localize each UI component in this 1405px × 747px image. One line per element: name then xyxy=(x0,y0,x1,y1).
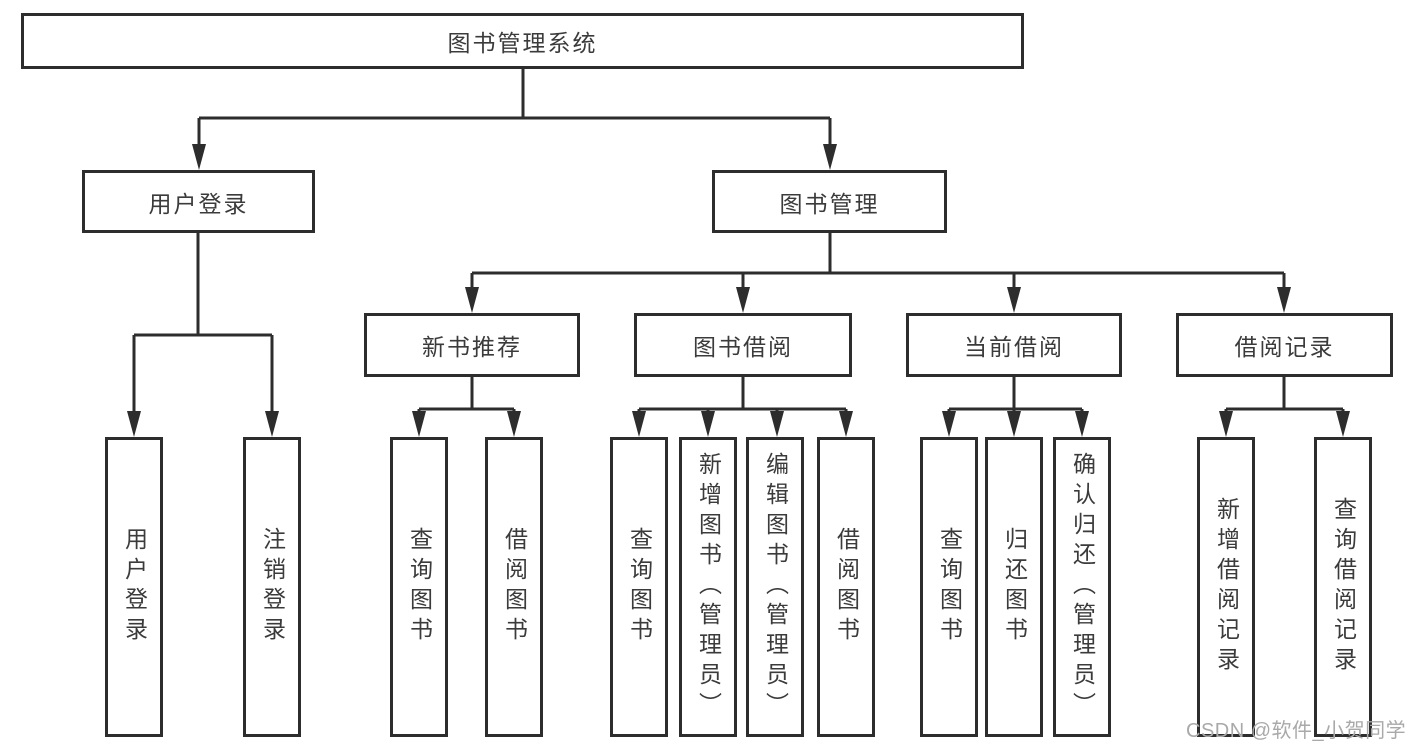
node-label: 新书推荐 xyxy=(422,334,522,360)
node-current-borrowing: 当前借阅 xyxy=(906,313,1122,377)
node-label: 借阅图书 xyxy=(833,527,860,647)
node-label: 用户登录 xyxy=(121,527,148,647)
node-root-library-system: 图书管理系统 xyxy=(21,13,1024,69)
leaf-add-borrow-record: 新增借阅记录 xyxy=(1197,437,1255,737)
node-label: 查询图书 xyxy=(406,527,433,647)
leaf-add-books-admin: 新增图书（管理员） xyxy=(679,437,737,737)
leaf-borrow-books-recommend: 借阅图书 xyxy=(485,437,543,737)
leaf-query-borrow-record: 查询借阅记录 xyxy=(1314,437,1372,737)
node-label: 编辑图书（管理员） xyxy=(762,452,789,722)
node-label: 查询图书 xyxy=(626,527,653,647)
node-label: 用户登录 xyxy=(148,190,249,217)
leaf-query-books-borrowing: 查询图书 xyxy=(610,437,668,737)
leaf-confirm-return-admin: 确认归还（管理员） xyxy=(1053,437,1111,737)
leaf-query-books-current: 查询图书 xyxy=(920,437,978,737)
node-user-login: 用户登录 xyxy=(82,170,315,233)
node-label: 图书管理 xyxy=(779,190,880,217)
node-label: 查询图书 xyxy=(936,527,963,647)
leaf-edit-books-admin: 编辑图书（管理员） xyxy=(746,437,804,737)
node-label: 当前借阅 xyxy=(964,334,1064,360)
node-label: 新增借阅记录 xyxy=(1213,497,1240,677)
node-book-borrowing: 图书借阅 xyxy=(634,313,852,377)
node-label: 确认归还（管理员） xyxy=(1069,452,1096,722)
leaf-query-books-recommend: 查询图书 xyxy=(390,437,448,737)
node-label: 借阅图书 xyxy=(501,527,528,647)
node-label: 图书管理系统 xyxy=(447,30,598,56)
leaf-user-login: 用户登录 xyxy=(105,437,163,737)
node-borrowing-records: 借阅记录 xyxy=(1176,313,1393,377)
node-label: 注销登录 xyxy=(259,527,286,647)
node-label: 新增图书（管理员） xyxy=(695,452,722,722)
leaf-borrow-books-borrowing: 借阅图书 xyxy=(817,437,875,737)
node-book-management: 图书管理 xyxy=(712,170,947,233)
leaf-logout: 注销登录 xyxy=(243,437,301,737)
leaf-return-books: 归还图书 xyxy=(985,437,1043,737)
csdn-watermark: CSDN @软件_小贺同学 xyxy=(1186,720,1405,742)
node-label: 查询借阅记录 xyxy=(1330,497,1357,677)
node-label: 借阅记录 xyxy=(1234,334,1335,360)
node-new-book-recommendation: 新书推荐 xyxy=(364,313,580,377)
node-label: 图书借阅 xyxy=(693,334,793,360)
node-label: 归还图书 xyxy=(1001,527,1028,647)
